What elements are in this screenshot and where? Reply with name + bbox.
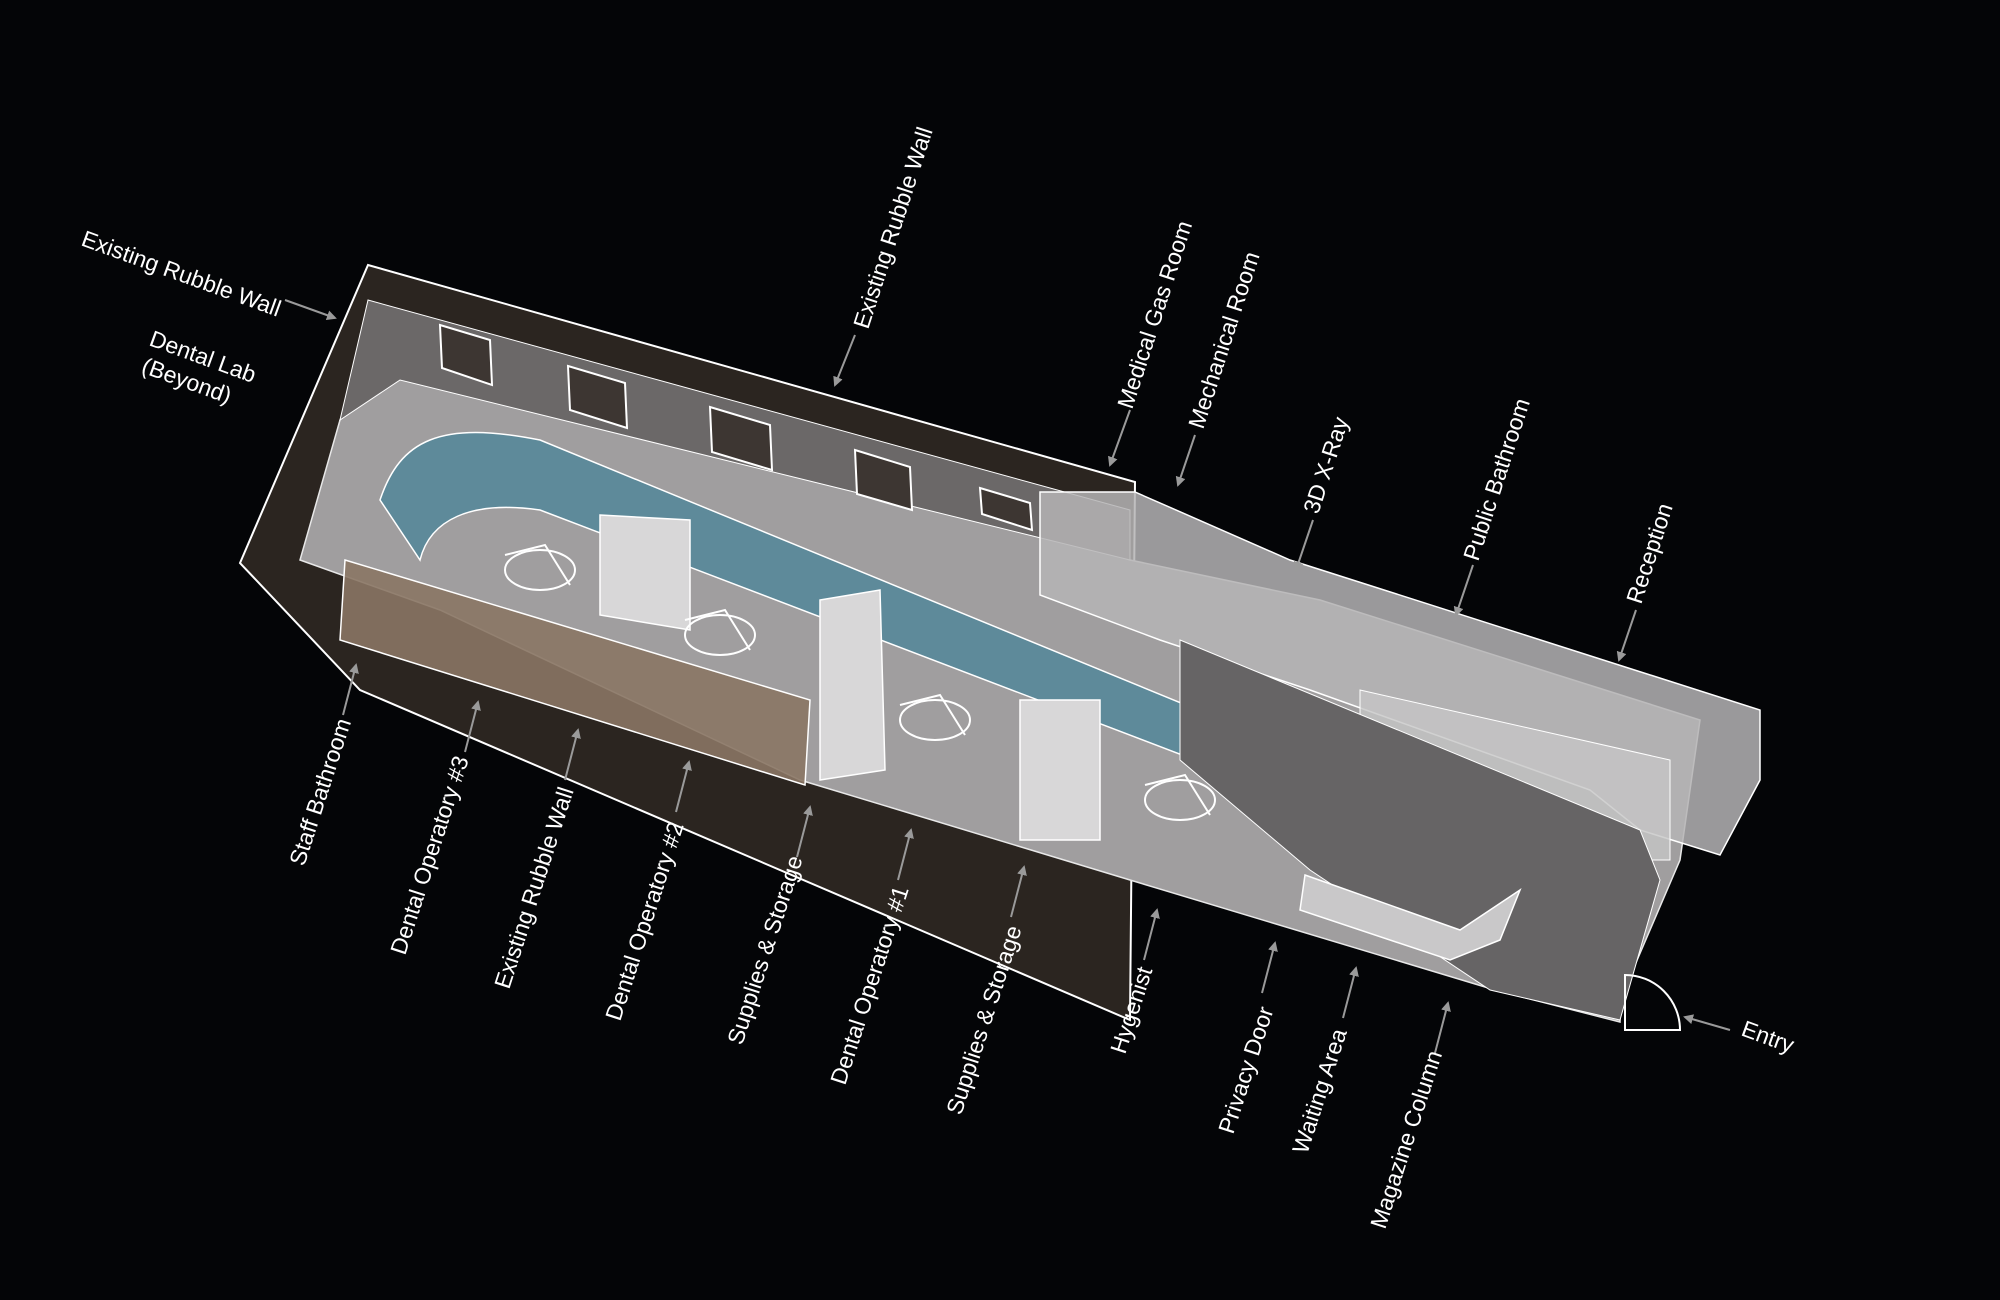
label-existing-rubble-wall-top: Existing Rubble Wall bbox=[848, 124, 938, 332]
dental-chair-3 bbox=[504, 543, 576, 591]
dental-chairs bbox=[504, 543, 1216, 821]
label-dental-operatory-1: Dental Operatory #1 bbox=[825, 883, 914, 1088]
label-waiting-area: Waiting Area bbox=[1287, 1025, 1352, 1156]
label-dental-operatory-3: Dental Operatory #3 bbox=[385, 753, 474, 958]
storage-units bbox=[599, 514, 1101, 841]
waiting-bench bbox=[1299, 873, 1522, 961]
label-public-bathroom: Public Bathroom bbox=[1458, 395, 1535, 564]
wall-windows bbox=[438, 323, 1034, 532]
entry-floor-slab bbox=[1179, 639, 1661, 1021]
label-dental-operatory-2: Dental Operatory #2 bbox=[600, 819, 689, 1024]
label-supplies-storage-1: Supplies & Storage bbox=[722, 852, 808, 1047]
label-dental-lab: Dental Lab (Beyond) bbox=[137, 325, 266, 416]
label-existing-rubble-wall-left: Existing Rubble Wall bbox=[78, 225, 284, 321]
building-model bbox=[238, 263, 1761, 1031]
dental-chair-2 bbox=[684, 608, 756, 656]
leader-arrows bbox=[284, 299, 1731, 1054]
label-3d-xray: 3D X-Ray bbox=[1298, 413, 1354, 516]
label-medical-gas-room: Medical Gas Room bbox=[1112, 218, 1197, 412]
label-staff-bathroom: Staff Bathroom bbox=[284, 715, 356, 869]
label-reception: Reception bbox=[1621, 500, 1678, 607]
entry-door-swing bbox=[1624, 973, 1682, 1031]
label-existing-rubble-wall-bottom: Existing Rubble Wall bbox=[489, 784, 579, 992]
dental-chair-1 bbox=[899, 693, 971, 741]
label-entry: Entry bbox=[1738, 1015, 1798, 1058]
label-magazine-column: Magazine Column bbox=[1365, 1047, 1447, 1231]
label-mechanical-room: Mechanical Room bbox=[1183, 248, 1265, 431]
dental-chair-hygenist bbox=[1144, 773, 1216, 821]
front-rubble-wall bbox=[339, 559, 811, 787]
label-privacy-door: Privacy Door bbox=[1213, 1003, 1279, 1137]
